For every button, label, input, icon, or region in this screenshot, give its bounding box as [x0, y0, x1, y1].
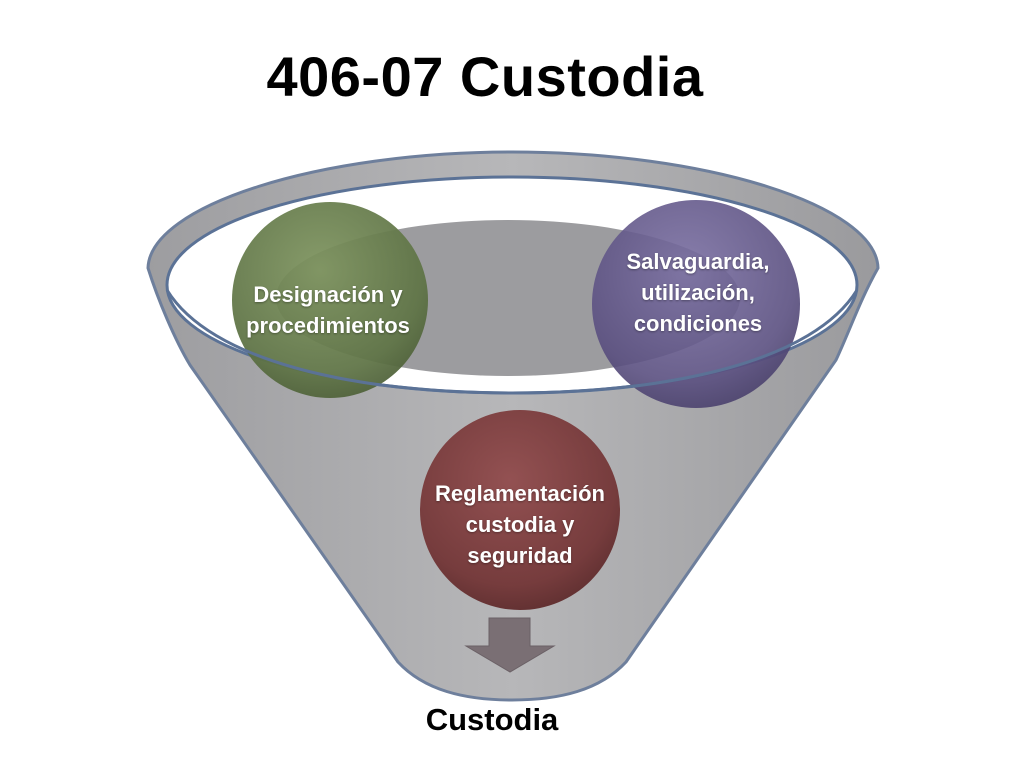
circle-designacion	[232, 202, 428, 398]
label-designacion: Designación y procedimientos	[246, 282, 410, 338]
funnel-output-label: Custodia	[425, 702, 559, 737]
rim-front-edge	[165, 289, 859, 395]
slide-title: 406-07 Custodia	[266, 45, 704, 108]
label-reglamentacion: Reglamentación custodia y seguridad	[435, 481, 605, 568]
label-salvaguardia: Salvaguardia, utilización, condiciones	[626, 249, 770, 336]
circle-salvaguardia	[592, 200, 800, 408]
circle-reglamentacion	[420, 410, 620, 610]
down-arrow-icon	[464, 617, 556, 673]
